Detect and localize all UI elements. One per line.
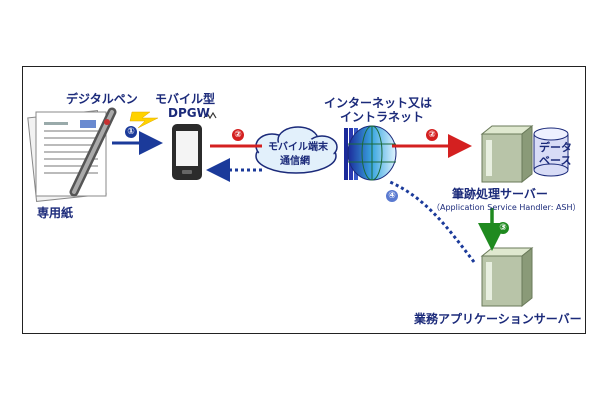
internet-label-line1: インターネット又は	[324, 96, 433, 110]
mobile-network-cloud	[255, 126, 338, 174]
mobile-network-label-line2: 通信網	[280, 156, 310, 167]
lightning-icon	[129, 111, 159, 129]
mobile-network-label-line1: モバイル端末	[268, 142, 328, 153]
step-badge-4: ④	[386, 190, 398, 202]
mobile-type-label: モバイル型	[155, 92, 216, 106]
digital-pen-icon	[69, 107, 117, 197]
dpgw-label: DPGW	[168, 106, 210, 120]
mobile-phone-icon	[172, 124, 202, 180]
paper-label: 専用紙	[37, 206, 74, 220]
digital-pen-label: デジタルペン	[66, 92, 138, 106]
step-badge-2a: ②	[232, 129, 244, 141]
database-label-line2: ベース	[539, 154, 572, 167]
app-server-icon	[480, 246, 534, 308]
step-badge-2b: ②	[426, 129, 438, 141]
ash-sub-label: （Application Service Handler: ASH）	[432, 203, 581, 212]
app-server-label: 業務アプリケーションサーバー	[414, 312, 582, 326]
internet-globe-icon	[344, 125, 397, 181]
ash-server-icon	[480, 124, 534, 184]
signal-icon	[203, 111, 217, 120]
database-label-line1: データ	[539, 141, 572, 154]
step-badge-1: ①	[125, 126, 137, 138]
internet-label-line2: イントラネット	[340, 110, 425, 124]
ash-label: 筆跡処理サーバー	[452, 187, 548, 201]
database-icon	[533, 127, 569, 177]
arrow-app-to-internet	[389, 180, 476, 263]
step-badge-3: ③	[497, 222, 509, 234]
